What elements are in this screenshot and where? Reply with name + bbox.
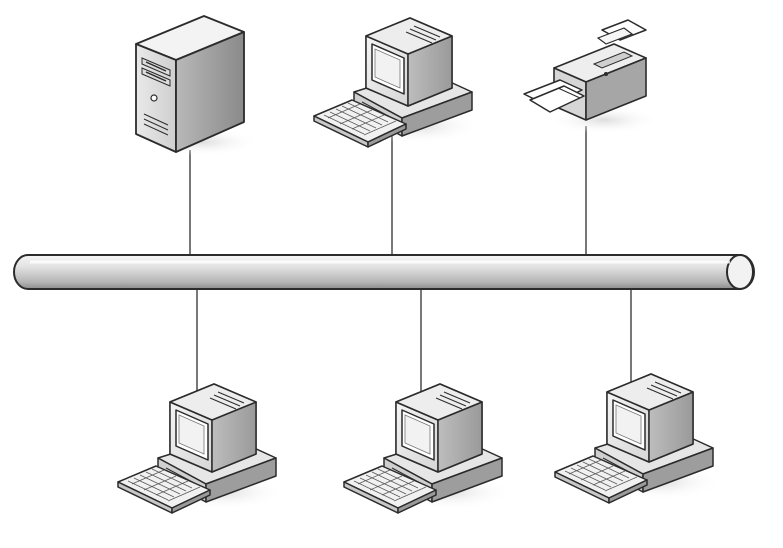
connector-lines [189, 126, 632, 392]
network-bus-cable [13, 254, 755, 290]
desktop-computer-icon [313, 17, 482, 148]
desktop-computer-icon [554, 373, 723, 504]
printer-icon [523, 19, 660, 134]
desktop-computer-icon [117, 383, 286, 514]
desktop-computer-icon [343, 383, 512, 514]
server-tower-icon [135, 15, 260, 156]
